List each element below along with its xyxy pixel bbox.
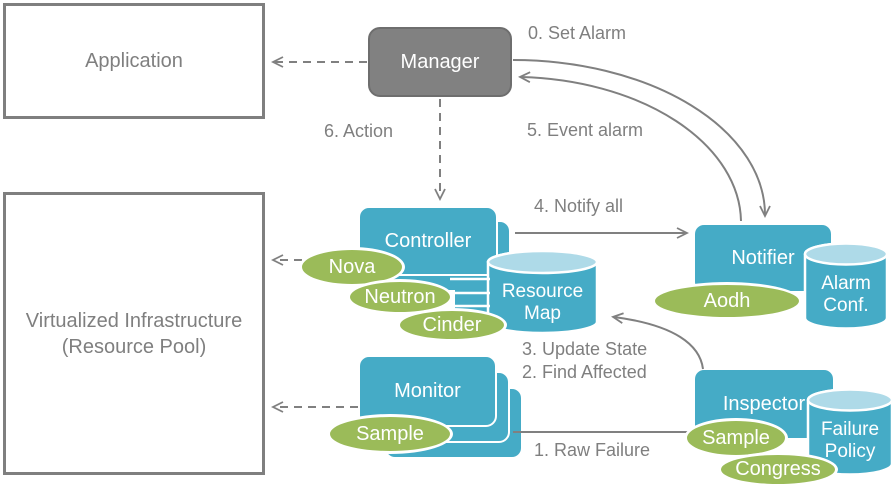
failure-policy-label-line1: Failure [820, 419, 880, 440]
step-update-state-label: 3. Update State [522, 339, 648, 359]
resource-map-label-line2: Map [524, 303, 561, 324]
inspector-sample-ellipse: Sample [684, 418, 788, 458]
monitor-sample-ellipse: Sample [327, 414, 453, 454]
alarm-conf-cylinder: Alarm Conf. [803, 242, 889, 332]
neutron-label: Neutron [364, 285, 436, 308]
notifier-label: Notifier [731, 246, 795, 269]
step-find-affected-label: 2. Find Affected [522, 362, 647, 382]
step-set-alarm-label: 0. Set Alarm [528, 23, 627, 43]
inspector-label: Inspector [722, 392, 806, 415]
alarm-conf-label-line1: Alarm [821, 273, 871, 294]
manager-node: Manager [368, 27, 512, 97]
congress-ellipse: Congress [718, 452, 838, 487]
virtualized-infrastructure-box: Virtualized Infrastructure (Resource Poo… [3, 192, 265, 475]
nova-label: Nova [328, 255, 376, 278]
application-box: Application [3, 3, 265, 119]
inspector-sample-label: Sample [702, 426, 770, 449]
resource-map-cylinder: Resource Map [486, 249, 599, 337]
cinder-ellipse: Cinder [397, 308, 507, 342]
controller-label: Controller [384, 229, 472, 252]
step-action-label: 6. Action [324, 121, 394, 141]
step-notify-all-label: 4. Notify all [534, 196, 624, 216]
virtualized-infrastructure-label-line2: (Resource Pool) [61, 335, 207, 358]
cylinder-top-ellipse [803, 242, 889, 266]
monitor-sample-label: Sample [356, 422, 424, 445]
resource-map-label-line1: Resource [501, 281, 584, 302]
virtualized-infrastructure-label-line1: Virtualized Infrastructure [25, 309, 243, 332]
step-event-alarm-label: 5. Event alarm [527, 120, 644, 140]
cinder-label: Cinder [422, 313, 482, 336]
monitor-label: Monitor [394, 379, 461, 402]
aodh-ellipse: Aodh [652, 282, 802, 320]
step-raw-failure-label: 1. Raw Failure [534, 440, 651, 460]
manager-label: Manager [400, 50, 480, 73]
cylinder-top-ellipse [486, 249, 599, 275]
cylinder-top-ellipse [806, 388, 894, 412]
resource-map-cylinder-shape [486, 249, 599, 335]
alarm-conf-label-line2: Conf. [823, 295, 869, 316]
failure-policy-label-line2: Policy [824, 441, 876, 462]
application-label: Application [85, 50, 183, 72]
aodh-label: Aodh [703, 289, 751, 312]
alarm-conf-cylinder-shape [803, 242, 889, 330]
failure-policy-cylinder-shape [806, 388, 894, 476]
failure-policy-cylinder: Failure Policy [806, 388, 894, 478]
congress-label: Congress [735, 458, 821, 480]
